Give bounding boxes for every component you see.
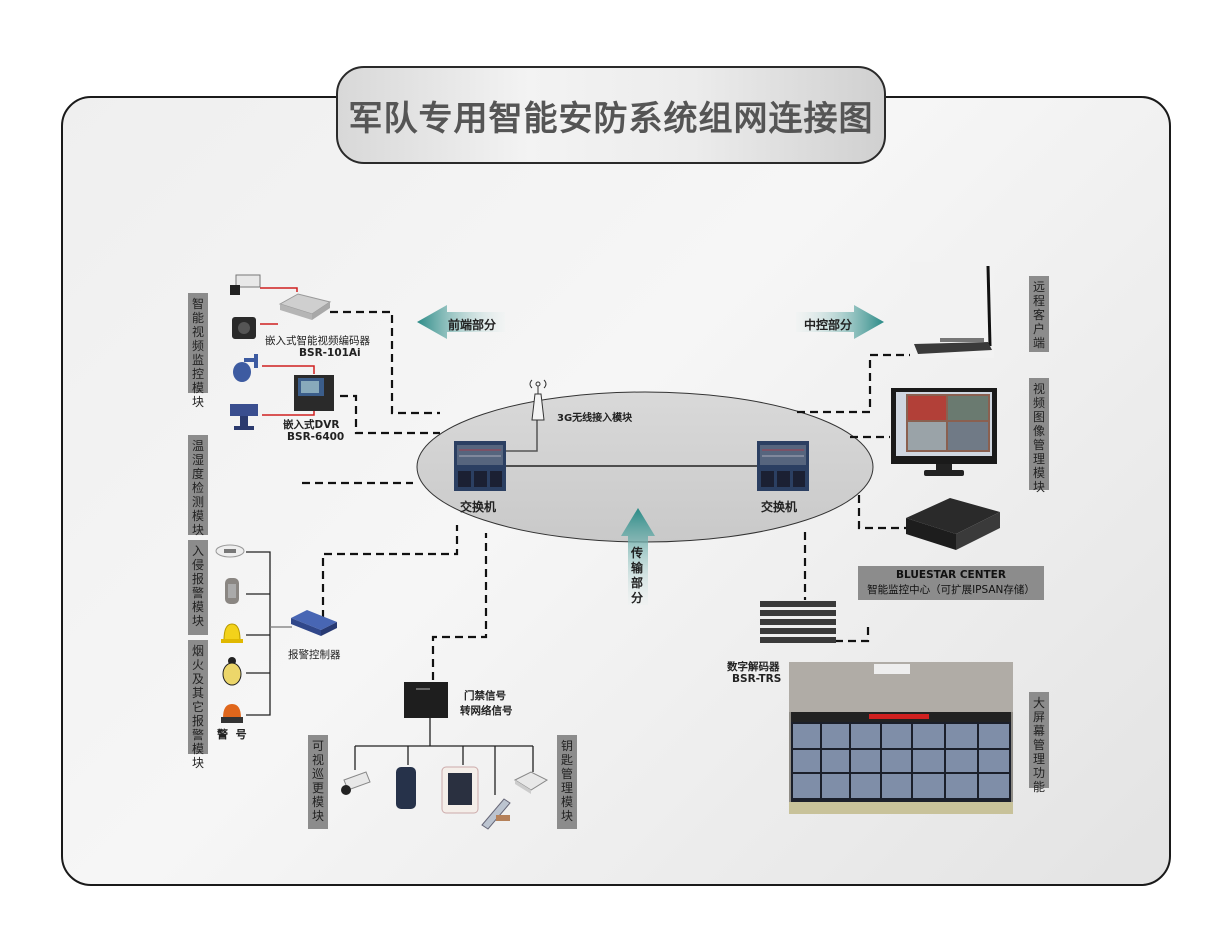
fire-sensor-icon: [222, 657, 242, 686]
label-bigscreen: 大屏幕管理功能: [1029, 692, 1049, 794]
antenna-icon: [529, 379, 547, 421]
door-signal-line2: 转网络信号: [460, 705, 513, 717]
camera3-link: [262, 365, 315, 374]
pinhole-camera-icon: [232, 317, 256, 339]
dome-camera-icon: [233, 354, 258, 382]
magnetic-lock-icon: [481, 798, 511, 830]
video-encoder-icon: [278, 293, 332, 320]
switch-left-label: 交换机: [460, 500, 497, 514]
center-title: BLUESTAR CENTER: [896, 569, 1006, 581]
alarm-controller-icon: [291, 610, 337, 636]
box-camera-icon: [230, 274, 261, 295]
patrol-camera-icon: [341, 771, 371, 795]
switch-right-label: 交换机: [761, 500, 798, 514]
decoder-screen-link: [835, 626, 870, 643]
label-video-mgmt: 视频图像管理模块: [1029, 378, 1049, 494]
encoder-model: BSR-101Ai: [299, 347, 361, 359]
switch-left-icon: [454, 441, 506, 491]
alarm-controller-link: [321, 525, 459, 618]
keypad-icon: [441, 766, 479, 814]
front-label: 前端部分: [448, 318, 497, 332]
label-patrol-module: 可视巡更模块: [308, 735, 328, 829]
video-wall-photo: [789, 662, 1013, 814]
card-reader-icon: [396, 767, 416, 809]
siren-label: 警 号: [217, 728, 247, 741]
alarm-controller-label: 报警控制器: [288, 649, 341, 661]
label-intrusion-module: 入侵报警模块: [188, 540, 208, 635]
page-title: 军队专用智能安防系统组网连接图: [348, 98, 874, 139]
center-label: BLUESTAR CENTER 智能监控中心（可扩展IPSAN存储）: [858, 566, 1044, 600]
camera1-link: [260, 287, 298, 292]
key-box-icon: [513, 771, 549, 794]
dvr-icon: [294, 375, 334, 411]
alarm-bell-icon: [221, 623, 243, 643]
dvr-link: [340, 394, 440, 435]
server-link: [857, 495, 906, 530]
alarm-bus: [246, 551, 271, 716]
label-remote-client: 远程客户端: [1029, 276, 1049, 352]
dvr-name: 嵌入式DVR: [283, 419, 340, 431]
wireless-link: [505, 420, 538, 452]
label-key-module: 钥匙管理模块: [557, 735, 577, 829]
control-arrow: [796, 305, 884, 339]
laptop-icon: [910, 262, 994, 358]
encoder-link: [330, 310, 440, 415]
switch-right-icon: [757, 441, 809, 491]
pir-sensor-icon: [225, 578, 239, 604]
control-label: 中控部分: [804, 318, 853, 332]
transport-label: 传输部分: [631, 546, 644, 605]
monitor-icon: [891, 388, 997, 476]
smoke-detector-icon: [215, 544, 245, 558]
door-signal-line1: 门禁信号: [464, 690, 506, 702]
decoder-icon: [760, 601, 836, 643]
label-fire-module: 烟火及其它报警模块: [188, 640, 208, 770]
siren-icon: [221, 704, 243, 723]
label-video-module: 智能视频监控模块: [188, 293, 208, 409]
encoder-name: 嵌入式智能视频编码器: [265, 335, 370, 347]
decoder-model: BSR-TRS: [732, 673, 782, 685]
label-temperature-module: 温湿度检测模块: [188, 435, 208, 537]
door-controller-link: [431, 533, 488, 680]
decoder-name: 数字解码器: [727, 661, 780, 673]
title-banner: 军队专用智能安防系统组网连接图: [336, 66, 886, 164]
dvr-model: BSR-6400: [287, 431, 345, 443]
ptz-camera-icon: [230, 404, 258, 430]
wireless-label: 3G无线接入模块: [557, 413, 633, 424]
front-arrow: [417, 305, 505, 339]
center-subtitle: 智能监控中心（可扩展IPSAN存储）: [867, 584, 1035, 596]
server-icon: [906, 498, 1000, 550]
transport-arrow: [621, 508, 655, 605]
door-controller-icon: [404, 682, 448, 718]
